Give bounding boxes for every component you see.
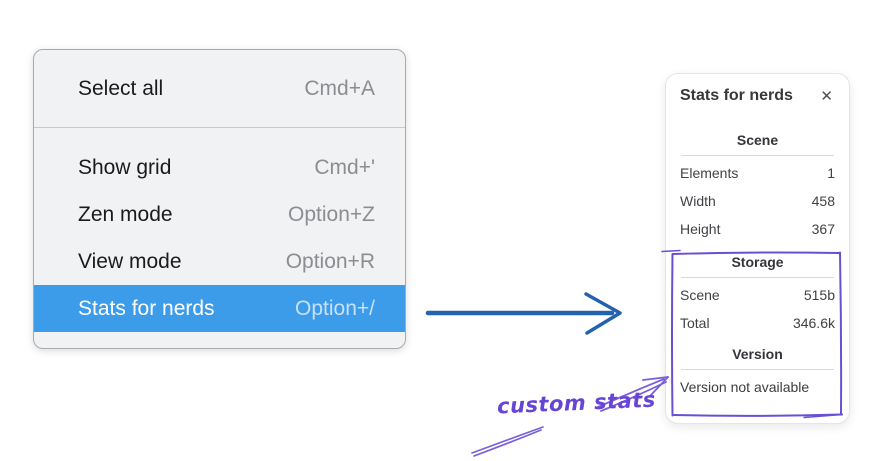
section-header-version: Version (732, 346, 783, 362)
version-status-text: Version not available (680, 379, 810, 395)
section-divider (681, 277, 834, 278)
stat-value: 346.6k (792, 315, 835, 331)
annotation-underline (471, 426, 544, 457)
stats-panel: Stats for nerds ✕ Scene Elements 1 Width… (665, 73, 850, 424)
stat-label: Scene (680, 287, 720, 303)
menu-item-label: Zen mode (78, 202, 173, 226)
stat-value: 515b (803, 287, 835, 303)
menu-item-zen-mode[interactable]: Zen mode Option+Z (34, 191, 405, 238)
menu-group: Show grid Cmd+' Zen mode Option+Z View m… (34, 128, 405, 332)
stats-panel-title: Stats for nerds (680, 87, 793, 104)
menu-item-show-grid[interactable]: Show grid Cmd+' (34, 144, 405, 191)
stat-row-width: Width 458 (680, 187, 835, 215)
section-divider (681, 369, 834, 370)
context-menu: Select all Cmd+A Show grid Cmd+' Zen mod… (33, 49, 406, 349)
menu-item-select-all[interactable]: Select all Cmd+A (34, 50, 405, 127)
menu-item-label: Select all (78, 76, 164, 100)
menu-item-shortcut: Cmd+' (314, 155, 375, 179)
flow-arrow (425, 292, 622, 335)
section-divider (681, 155, 834, 156)
menu-divider (34, 127, 405, 128)
stat-label: Elements (680, 165, 739, 181)
stat-value: 367 (811, 221, 835, 237)
stat-row-storage-scene: Scene 515b (680, 281, 835, 309)
menu-item-stats-for-nerds[interactable]: Stats for nerds Option+/ (34, 285, 405, 332)
stat-label: Height (680, 221, 721, 237)
menu-item-view-mode[interactable]: View mode Option+R (34, 238, 405, 285)
stat-row-storage-total: Total 346.6k (680, 309, 835, 337)
close-icon[interactable]: ✕ (820, 87, 833, 105)
annotation-label: custom stats (496, 387, 657, 419)
menu-item-label: Show grid (78, 155, 172, 179)
section-header-storage: Storage (731, 254, 784, 270)
menu-item-shortcut: Option+Z (288, 202, 375, 226)
stat-row-height: Height 367 (680, 215, 835, 243)
menu-item-label: View mode (78, 249, 182, 273)
menu-item-shortcut: Option+R (285, 249, 375, 273)
stat-label: Total (680, 315, 710, 331)
stat-value: 458 (811, 193, 835, 209)
menu-item-label: Stats for nerds (78, 296, 215, 320)
stat-row-elements: Elements 1 (680, 159, 835, 187)
stat-value: 1 (827, 165, 835, 181)
section-header-scene: Scene (736, 132, 779, 148)
menu-item-shortcut: Option+/ (295, 296, 375, 320)
menu-item-shortcut: Cmd+A (304, 76, 375, 100)
stat-label: Width (680, 193, 716, 209)
